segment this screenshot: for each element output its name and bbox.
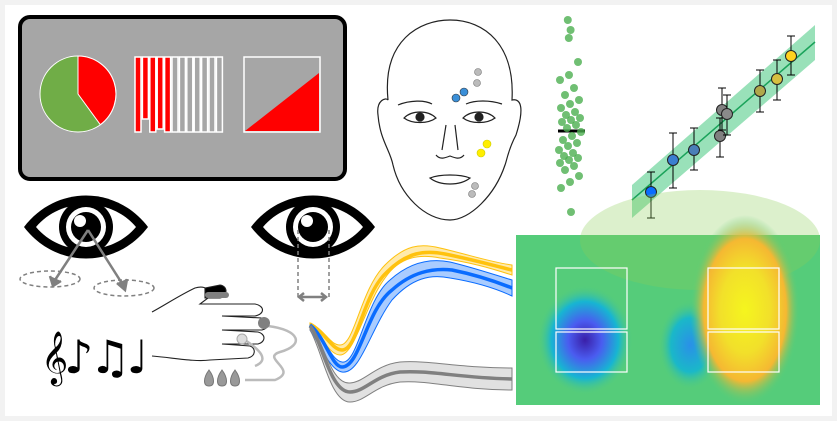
strip-dot xyxy=(556,159,564,167)
scatter-point xyxy=(785,50,797,62)
figure-canvas: 𝄞♪♫♩ xyxy=(5,5,832,416)
pie-chart-icon xyxy=(39,55,117,133)
scatter-point xyxy=(688,144,700,156)
strip-dot xyxy=(555,146,563,154)
droplet-icon xyxy=(204,369,240,387)
topography-heatmap xyxy=(516,190,820,405)
strip-dot xyxy=(575,172,583,180)
strip-dot xyxy=(570,84,578,92)
pupil-response-plot xyxy=(308,245,513,403)
strip-dot xyxy=(558,118,566,126)
bar xyxy=(208,56,216,133)
strip-dot xyxy=(557,184,565,192)
bar xyxy=(171,56,179,133)
regression-scatter-plot xyxy=(631,25,816,219)
scatter-point xyxy=(667,154,679,166)
hand-icon xyxy=(151,284,269,362)
strip-dot xyxy=(571,108,579,116)
scatter-point xyxy=(714,130,726,142)
regression-line xyxy=(631,41,816,201)
strip-dot xyxy=(569,149,577,157)
scatter-point xyxy=(721,108,733,120)
gaze-arrows xyxy=(19,229,155,297)
pupil-diameter-marker xyxy=(296,230,330,302)
strip-dot xyxy=(566,26,575,34)
strip-dot xyxy=(567,116,575,124)
strip-dot xyxy=(564,142,572,150)
bar-pattern-icon xyxy=(134,56,224,133)
bar xyxy=(156,56,164,130)
bar xyxy=(193,56,201,133)
strip-dot xyxy=(574,58,582,66)
strip-dot xyxy=(573,139,581,147)
bar xyxy=(200,56,209,133)
strip-dot xyxy=(563,124,571,132)
bar xyxy=(215,56,224,133)
sensor-icon xyxy=(236,333,248,345)
figure-svg xyxy=(18,15,820,405)
strip-dot xyxy=(561,166,569,174)
sensor-cables xyxy=(244,324,298,382)
strip-dot xyxy=(556,76,564,84)
bar xyxy=(134,56,142,133)
strip-dot xyxy=(576,114,584,122)
strip-dot xyxy=(570,162,578,170)
strip-dot xyxy=(568,132,576,140)
strip-dot xyxy=(575,96,583,104)
music-notes-icon: 𝄞♪♫♩ xyxy=(41,330,149,384)
scatter-point xyxy=(771,73,783,85)
strip-dot xyxy=(562,111,570,119)
strip-dot xyxy=(572,121,580,129)
strip-dot xyxy=(565,71,573,79)
bar xyxy=(141,56,150,120)
bar xyxy=(178,56,187,133)
bar xyxy=(163,56,172,133)
strip-dot xyxy=(566,178,574,186)
strip-dot xyxy=(559,136,567,144)
strip-dot xyxy=(565,156,573,164)
bar xyxy=(149,56,157,133)
stimulus-screen xyxy=(18,15,347,181)
strip-dot xyxy=(567,208,575,216)
strip-dot xyxy=(564,34,573,42)
strip-dot xyxy=(577,128,585,136)
strip-dot xyxy=(574,154,582,162)
eye-icon xyxy=(251,195,375,259)
strip-dot xyxy=(563,16,572,24)
scatter-point xyxy=(645,186,657,198)
triangle-square-icon xyxy=(243,56,321,133)
strip-dot xyxy=(566,100,574,108)
face-icon xyxy=(377,19,522,221)
strip-dot xyxy=(561,91,569,99)
roi-boxes xyxy=(555,267,780,373)
strip-plot xyxy=(555,16,585,216)
scatter-point xyxy=(754,85,766,97)
strip-dot xyxy=(557,104,565,112)
bar xyxy=(186,56,194,133)
sensor-icon xyxy=(258,317,270,329)
eye-icon xyxy=(24,195,148,259)
